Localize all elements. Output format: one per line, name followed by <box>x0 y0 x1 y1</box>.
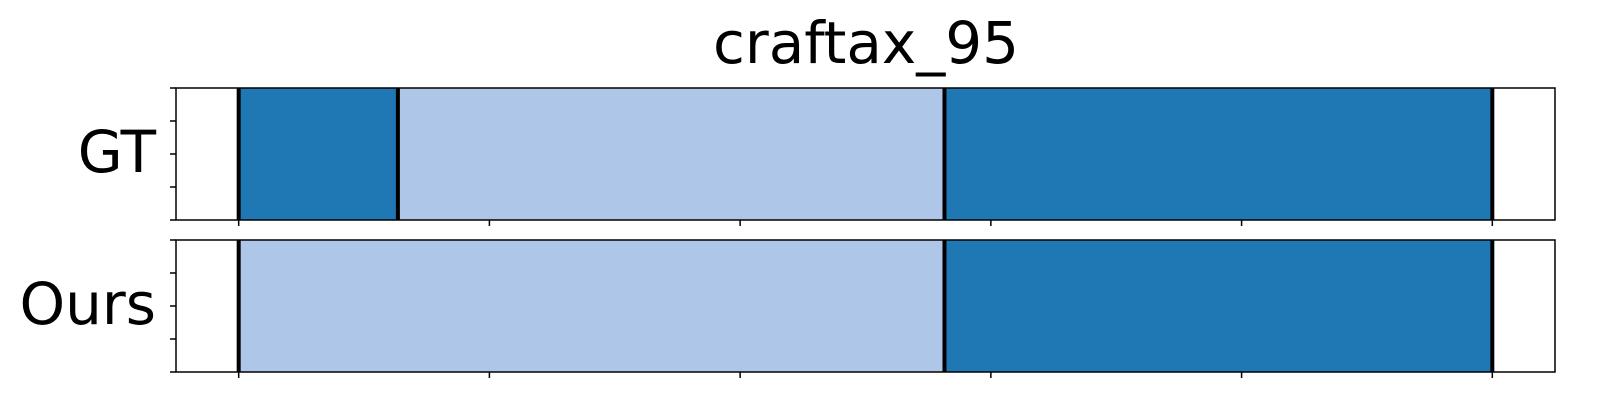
row-panel-gt: GT <box>78 87 1556 226</box>
rows-layer: GT Ours <box>20 87 1556 378</box>
row-label-ours: Ours <box>20 270 156 338</box>
chart-title: craftax_95 <box>713 9 1019 77</box>
segment-gt-3 <box>944 88 1493 220</box>
row-panel-ours: Ours <box>20 239 1556 378</box>
segment-gt-2 <box>397 88 945 220</box>
segment-ours-2 <box>944 240 1493 372</box>
segment-gt-1 <box>238 88 398 220</box>
row-label-gt: GT <box>78 118 157 186</box>
segment-ours-1 <box>238 240 945 372</box>
